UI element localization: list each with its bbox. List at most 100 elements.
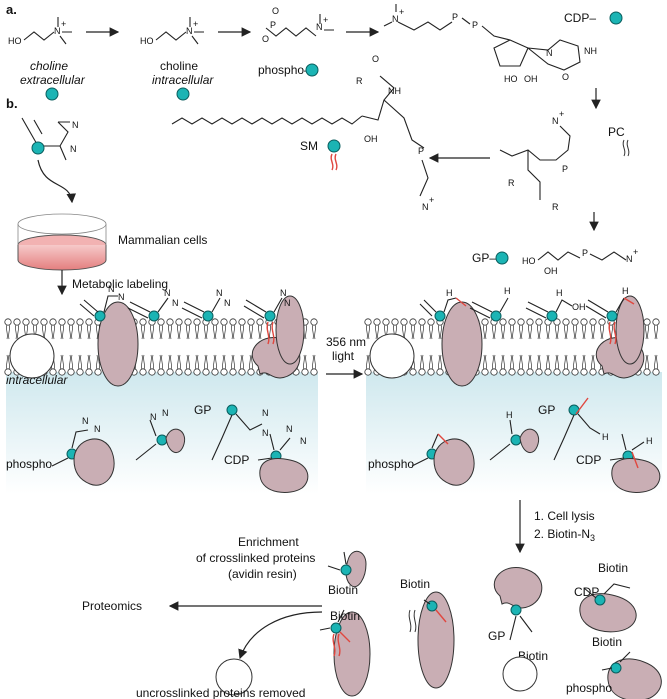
svg-text:CDP: CDP [576,453,601,467]
svg-text:H: H [646,436,653,446]
lipid-molecule [517,354,525,376]
lipid-molecule [202,318,210,340]
biotin-n3-label: 2. Biotin-N3 [534,527,595,543]
svg-text:R: R [552,202,559,212]
svg-text:N: N [316,22,323,32]
uncrosslinked-label: uncrosslinked proteins removed [136,686,305,699]
proteomics-label: Proteomics [82,599,142,613]
phosphatidylcholine-structure: N + P R R PC [499,109,630,212]
membrane-right: H H H OH H GP H phospho [364,286,662,494]
lipid-molecule [175,354,183,376]
lipid-molecule [481,354,489,376]
lipid-molecule [481,318,489,340]
lipid-molecule [526,318,534,340]
probe-cdp: CDP N N [224,424,309,493]
lipid-molecule [139,354,147,376]
probe-icon [495,251,509,265]
probe-free: N N [135,408,186,461]
lipid-molecule [301,354,309,376]
svg-text:P: P [270,20,276,30]
lipid-molecule [166,354,174,376]
svg-text:NH: NH [584,46,597,56]
svg-text:N: N [70,144,77,154]
choline-int-location: intracellular [152,73,214,87]
svg-text:N: N [94,424,101,434]
vesicle [369,333,415,379]
svg-text:N: N [118,292,125,302]
lipid-molecule [517,318,525,340]
arrow-removed [238,611,323,660]
sm-label: SM [300,139,318,153]
svg-text:HO: HO [8,36,22,46]
lipid-molecule [49,318,57,340]
svg-text:CDP: CDP [224,453,249,467]
svg-text:N: N [150,412,157,422]
lipid-molecule [526,354,534,376]
lipid-molecule [652,354,660,376]
svg-text:R: R [356,76,363,86]
gp-label: GP– [472,251,496,265]
lipid-molecule [148,318,156,340]
lipid-molecule [508,318,516,340]
light-wavelength-label: 356 nm [326,335,366,349]
lipid-molecule [580,318,588,340]
svg-text:R: R [508,178,515,188]
lipid-molecule [562,318,570,340]
lipid-molecule [157,318,165,340]
lipid-molecule [643,354,651,376]
lipid-molecule [310,318,318,340]
choline-extracellular-structure: HO N + choline extracellular [8,17,86,101]
choline-intracellular-structure: HO N + choline intracellular [140,17,214,101]
svg-text:+: + [559,109,564,119]
lipid-molecule [229,318,237,340]
enrichment-label-2: of crosslinked proteins [196,551,315,565]
svg-text:N: N [54,26,61,36]
lipid-molecule [544,354,552,376]
lipid-molecule [490,354,498,376]
svg-text:N: N [172,298,179,308]
svg-text:+: + [193,19,198,29]
phosphocholine-structure: O P O N + phospho– [258,6,334,77]
svg-text:GP: GP [194,403,211,417]
svg-text:phospho: phospho [6,457,52,471]
lipid-molecule [598,318,606,340]
svg-text:N: N [422,202,429,212]
metabolic-labeling-label: Metabolic labeling [72,277,168,291]
svg-text:OH: OH [524,74,538,84]
probe-lipid: N N [79,284,125,322]
crosslinked-lipid: H [469,286,511,322]
lipid-molecule [67,354,75,376]
svg-text:H: H [622,286,629,296]
lipid-molecule [184,354,192,376]
lipid-molecule [553,318,561,340]
crosslinked-lipid: H [419,288,467,322]
svg-text:N: N [108,284,115,294]
lipid-molecule [499,354,507,376]
svg-text:P: P [582,248,588,258]
lipid-molecule [544,318,552,340]
vesicle [9,333,55,379]
svg-text:OH: OH [364,134,378,144]
crosslinked-free: H [489,410,540,461]
svg-text:+: + [323,15,328,25]
lipid-molecule [193,354,201,376]
svg-text:H: H [506,410,513,420]
svg-text:P: P [452,12,458,22]
lipid-molecule [535,354,543,376]
lipid-molecule [256,318,264,340]
membrane-protein [275,295,305,365]
lipid-molecule [211,318,219,340]
lipid-molecule [580,354,588,376]
cdp-choline-structure: N + P P HO OH N NH O CDP– [383,4,623,84]
lipid-molecule [238,354,246,376]
uncrosslinked-protein [215,658,253,696]
lipid-molecule [427,318,435,340]
svg-text:O: O [562,72,569,82]
lipid-molecule [589,318,597,340]
svg-text:Biotin: Biotin [330,609,360,623]
choline-int-name: choline [160,59,198,73]
svg-text:N: N [546,48,553,58]
svg-text:O: O [372,54,379,64]
svg-text:N: N [280,288,287,298]
